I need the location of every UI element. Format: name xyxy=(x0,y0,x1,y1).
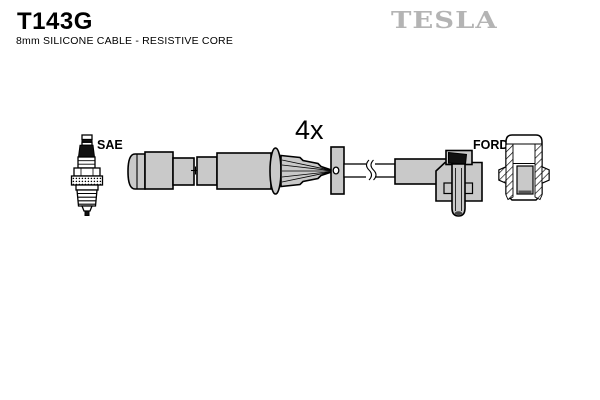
spark-plug-icon xyxy=(70,134,104,216)
tesla-brand-logo: TESLA xyxy=(391,6,498,34)
product-subtitle: 8mm SILICONE CABLE - RESISTIVE CORE xyxy=(16,35,234,47)
terminal-cross-section-icon xyxy=(498,134,550,201)
sae-label: SAE xyxy=(97,138,123,152)
quantity-label: 4x xyxy=(295,115,324,145)
ford-label: FORD xyxy=(473,138,508,152)
ford-elbow-boot-icon xyxy=(394,149,483,217)
part-number: T143G xyxy=(17,8,93,35)
spark-plug-boot-icon xyxy=(127,146,345,195)
cable-wire-icon xyxy=(343,159,396,181)
